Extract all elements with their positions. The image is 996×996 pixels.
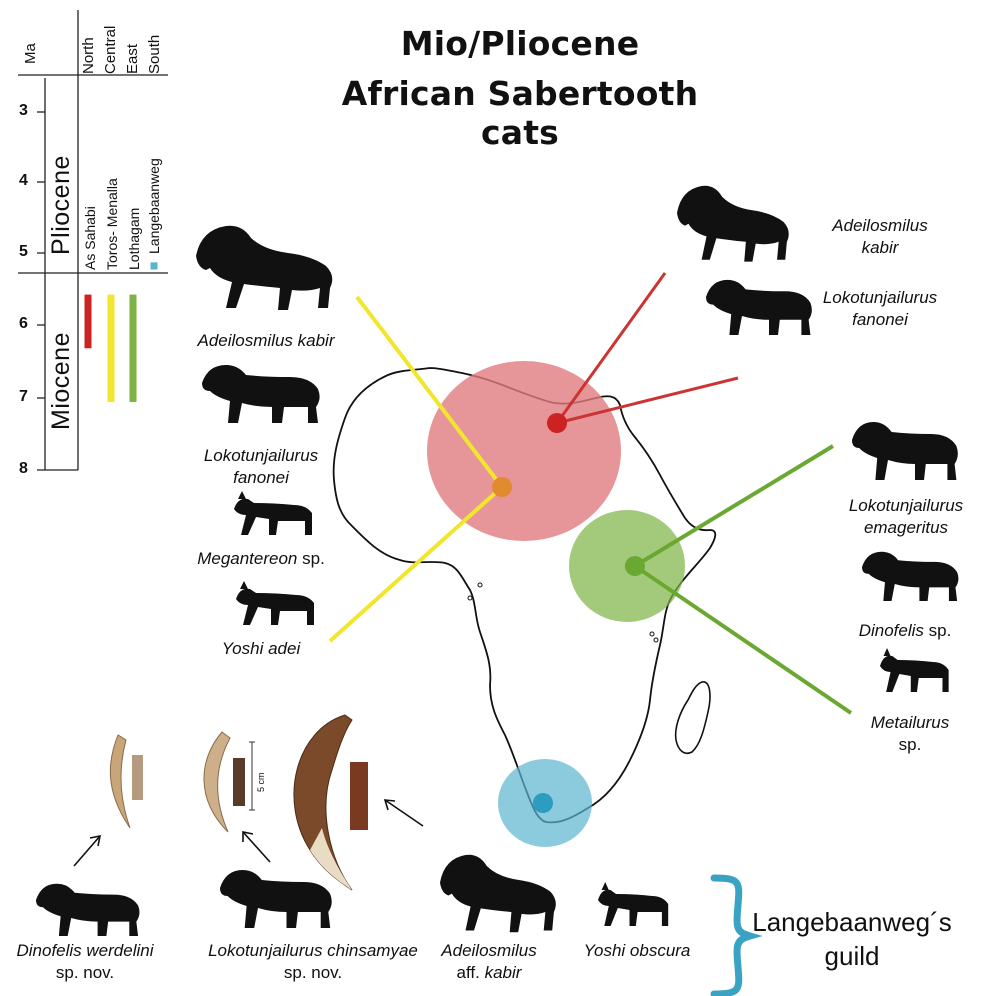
specimen-arrows	[73, 799, 424, 867]
north-dot	[547, 413, 567, 433]
tick-4: 4	[19, 172, 28, 189]
tick-8: 8	[19, 460, 28, 477]
label-adeilosmilus-kabir-right: Adeilosmilus kabir	[800, 215, 960, 259]
range-bar-toros-menalla	[107, 294, 115, 402]
lokotunjailurus-emageritus-silhouette	[852, 422, 958, 480]
range-bar-as-sahabi	[84, 294, 92, 349]
label-line-1: Lokotunjailurus	[848, 496, 964, 515]
connector-east-bottom	[633, 564, 853, 715]
guild-label-line-2: guild	[824, 941, 880, 971]
species-epithet: kabir	[484, 963, 522, 982]
label-line-2: aff. kabir	[424, 962, 554, 984]
label-line-2: kabir	[861, 238, 899, 257]
range-bar-langebaanweg	[150, 262, 158, 270]
lokotunjailurus-silhouette-right	[706, 279, 812, 335]
label-line-1: Adeilosmilus	[832, 216, 928, 235]
north-region-ellipse	[427, 361, 621, 541]
label-lokotunjailurus-fanonei-right: Lokotunjailurus fanonei	[800, 287, 960, 331]
yoshi-obscura-silhouette	[598, 882, 669, 926]
dinofelis-werdelini-silhouette	[36, 883, 140, 936]
label-line-1: Lokotunjailurus	[203, 446, 319, 465]
dinofelis-silhouette	[862, 551, 959, 601]
label-yoshi-adei: Yoshi adei	[221, 639, 301, 658]
label-line-2: fanonei	[852, 310, 908, 329]
yoshi-adei-silhouette	[236, 581, 314, 625]
lokotunjailurus-chinsamyae-silhouette	[220, 870, 332, 928]
genus-name: Megantereon	[197, 549, 298, 568]
label-line-1: Lokotunjailurus chinsamyae	[208, 941, 418, 960]
central-dot	[492, 477, 512, 497]
range-bar-lothagam	[129, 294, 137, 402]
label-megantereon: Megantereon sp.	[176, 548, 346, 570]
scale-bar-label: 5 cm	[256, 772, 266, 792]
guild-bracket	[710, 874, 763, 996]
label-dinofelis-werdelini: Dinofelis werdelini sp. nov.	[0, 940, 170, 984]
bone-specimen-3	[350, 762, 368, 830]
label-line-2: fanonei	[233, 468, 289, 487]
label-metailurus: Metailurus sp.	[850, 712, 970, 756]
tick-7: 7	[19, 388, 28, 405]
adeilosmilus-silhouette-right	[677, 185, 789, 262]
label-line-1: Dinofelis werdelini	[16, 941, 154, 960]
tooth-specimen-2	[203, 731, 231, 833]
madagascar-outline	[674, 681, 711, 755]
genus-name: Dinofelis	[858, 621, 924, 640]
aff-prefix: aff.	[456, 963, 485, 982]
guild-label-line-1: Langebaanweg´s	[752, 907, 952, 937]
connector-central-top	[355, 295, 504, 489]
tooth-specimen-3-tip	[310, 828, 352, 890]
bone-specimen-2	[233, 758, 245, 806]
lokotunjailurus-silhouette-left	[202, 365, 320, 423]
east-dot	[625, 556, 645, 576]
label-adeilosmilus-aff-kabir: Adeilosmilus aff. kabir	[424, 940, 554, 984]
connector-central-bottom	[328, 485, 504, 643]
adeilosmilus-aff-silhouette	[440, 854, 556, 933]
adeilosmilus-silhouette-left	[196, 225, 333, 310]
range-bars	[84, 262, 158, 402]
connector-north-right	[556, 376, 739, 425]
species-suffix: sp.	[297, 549, 325, 568]
tick-3: 3	[19, 102, 28, 119]
megantereon-silhouette	[234, 491, 312, 535]
label-lokotunjailurus-chinsamyae: Lokotunjailurus chinsamyae sp. nov.	[188, 940, 438, 984]
connector-north-top	[555, 272, 667, 424]
label-lokotunjailurus-fanonei-left: Lokotunjailurus fanonei	[186, 445, 336, 489]
tick-6: 6	[19, 315, 28, 332]
label-line-1: Adeilosmilus	[441, 941, 537, 960]
tick-5: 5	[19, 243, 28, 260]
label-lokotunjailurus-emageritus: Lokotunjailurus emageritus	[826, 495, 986, 539]
label-line-2: sp. nov.	[283, 963, 343, 982]
label-line-2: emageritus	[863, 518, 949, 537]
tooth-specimen-1	[109, 734, 131, 829]
label-adeilosmilus-kabir-left: Adeilosmilus kabir	[197, 331, 335, 350]
title-line-1: Mio/Pliocene	[400, 24, 640, 63]
species-suffix: sp.	[923, 621, 952, 640]
bone-specimen-1	[132, 755, 143, 800]
connector-east-top	[633, 444, 835, 568]
title-line-2: African Sabertooth cats	[341, 74, 699, 152]
label-yoshi-obscura: Yoshi obscura	[583, 941, 691, 960]
label-line-1: Lokotunjailurus	[822, 288, 938, 307]
africa-outline	[332, 367, 717, 824]
label-line-2: sp. nov.	[55, 963, 115, 982]
south-dot	[533, 793, 553, 813]
metailurus-silhouette	[880, 648, 949, 692]
label-dinofelis: Dinofelis sp.	[840, 620, 970, 642]
label-line-2: sp.	[898, 735, 922, 754]
label-line-1: Metailurus	[870, 713, 950, 732]
guild-label: Langebaanweg´s guild	[752, 905, 952, 973]
